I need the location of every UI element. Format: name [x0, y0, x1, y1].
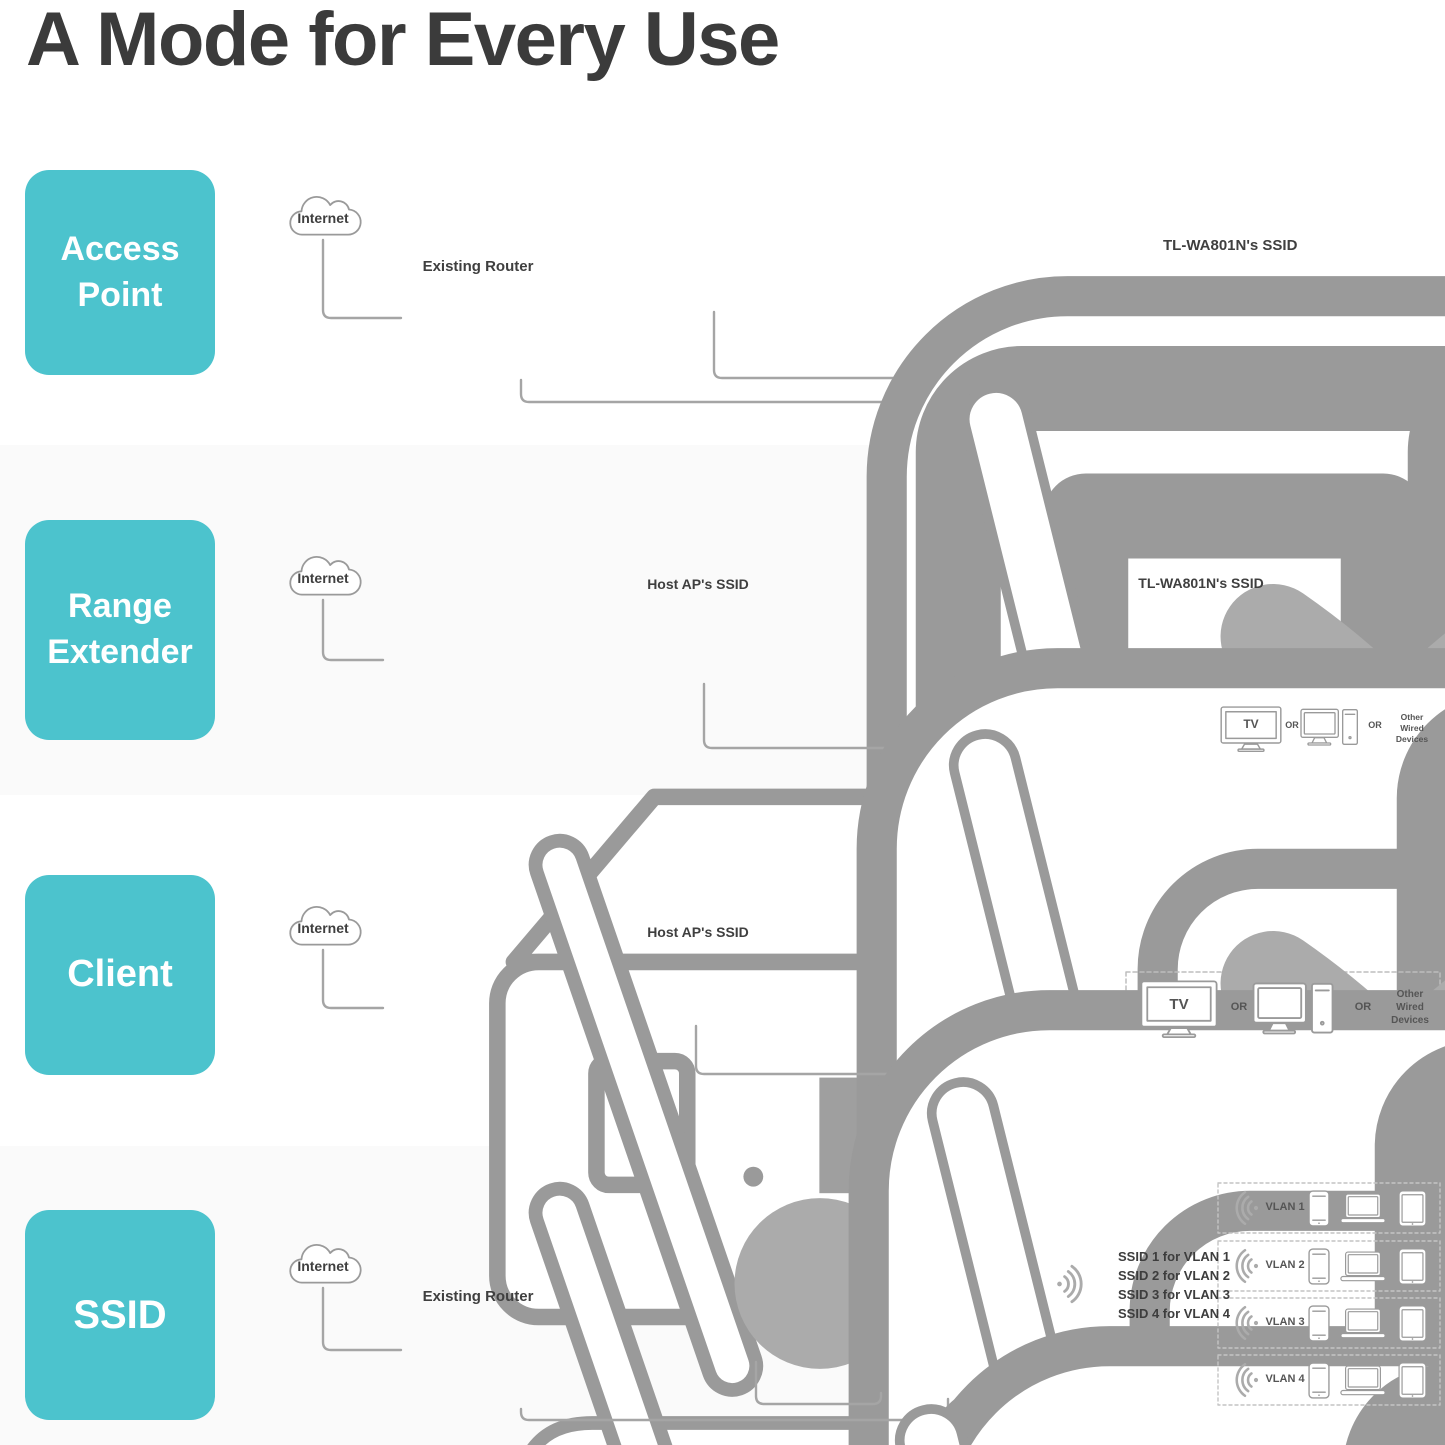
internet-label: Internet	[297, 570, 349, 586]
vlan-label: VLAN 4	[1265, 1373, 1305, 1385]
internet-label: Internet	[297, 1258, 349, 1274]
vlan-box	[1217, 1297, 1441, 1349]
range-extender-diagram	[289, 556, 1445, 1445]
vlan-label: VLAN 1	[1265, 1201, 1305, 1213]
laptop-icon	[1340, 1193, 1386, 1224]
internet-label: Internet	[297, 210, 349, 226]
internet-cable	[321, 948, 385, 1010]
ap-ssid-label: TL-WA801N's SSID	[1138, 575, 1264, 591]
access-point-diagram	[289, 196, 1445, 1445]
other-wired-devices-label: Other Wired Devices	[1391, 989, 1429, 1026]
ssid-vlan-line: SSID 4 for VLAN 4	[1118, 1306, 1230, 1321]
client-diagram	[289, 906, 1445, 1445]
smartphone-icon	[1308, 1362, 1330, 1399]
internet-label: Internet	[297, 920, 349, 936]
mode-box-ssid: SSID	[25, 1210, 215, 1420]
or-label: OR	[1285, 720, 1299, 730]
tablet-icon	[1398, 1362, 1427, 1399]
vlan-box	[1217, 1182, 1441, 1234]
mode-label: Client	[67, 953, 173, 996]
host-ssid-label: Host AP's SSID	[647, 576, 749, 592]
mode-label: SSID	[73, 1293, 167, 1337]
existing-router-label: Existing Router	[422, 1288, 534, 1305]
power-cable	[754, 1360, 883, 1406]
tablet-icon	[1398, 1305, 1427, 1342]
ssid-diagram	[289, 1182, 1445, 1445]
mode-label: Range Extender	[47, 587, 193, 671]
laptop-icon	[1340, 1251, 1386, 1282]
vlan-label: VLAN 3	[1265, 1316, 1305, 1328]
tablet-icon	[1398, 1190, 1427, 1227]
vlan-box	[1217, 1240, 1441, 1292]
mode-box-range-extender: Range Extender	[25, 520, 215, 740]
ssid-vlan-line: SSID 1 for VLAN 1	[1118, 1249, 1230, 1264]
ethernet-plug-icon	[1385, 1407, 1445, 1445]
vlan-box	[1217, 1354, 1441, 1406]
or-label: OR	[1230, 1001, 1248, 1013]
ap-ssid-label: TL-WA801N's SSID	[1163, 237, 1298, 254]
existing-router-label: Existing Router	[422, 258, 534, 275]
ssid-vlan-line: SSID 3 for VLAN 3	[1118, 1287, 1230, 1302]
laptop-icon	[1340, 1308, 1386, 1339]
host-ssid-label: Host AP's SSID	[647, 924, 749, 940]
tablet-icon	[1398, 1248, 1427, 1285]
tv-label: TV	[1243, 717, 1259, 731]
or-label: OR	[1354, 1001, 1372, 1013]
laptop-icon	[1340, 1365, 1386, 1396]
tv-label: TV	[1169, 996, 1189, 1013]
smartphone-icon	[1308, 1305, 1330, 1342]
mode-box-access-point: Access Point	[25, 170, 215, 375]
other-wired-devices-label: Other Wired Devices	[1395, 712, 1429, 745]
vlan-label: VLAN 2	[1265, 1259, 1305, 1271]
smartphone-icon	[1308, 1248, 1330, 1285]
page-title: A Mode for Every Use	[26, 0, 780, 82]
internet-cable	[321, 598, 385, 662]
smartphone-icon	[1308, 1190, 1330, 1227]
or-label: OR	[1368, 720, 1382, 730]
ssid-vlan-line: SSID 2 for VLAN 2	[1118, 1268, 1230, 1283]
internet-cable	[321, 238, 403, 320]
mode-label: Access Point	[60, 229, 180, 314]
mode-box-client: Client	[25, 875, 215, 1075]
internet-cable	[321, 1286, 403, 1352]
